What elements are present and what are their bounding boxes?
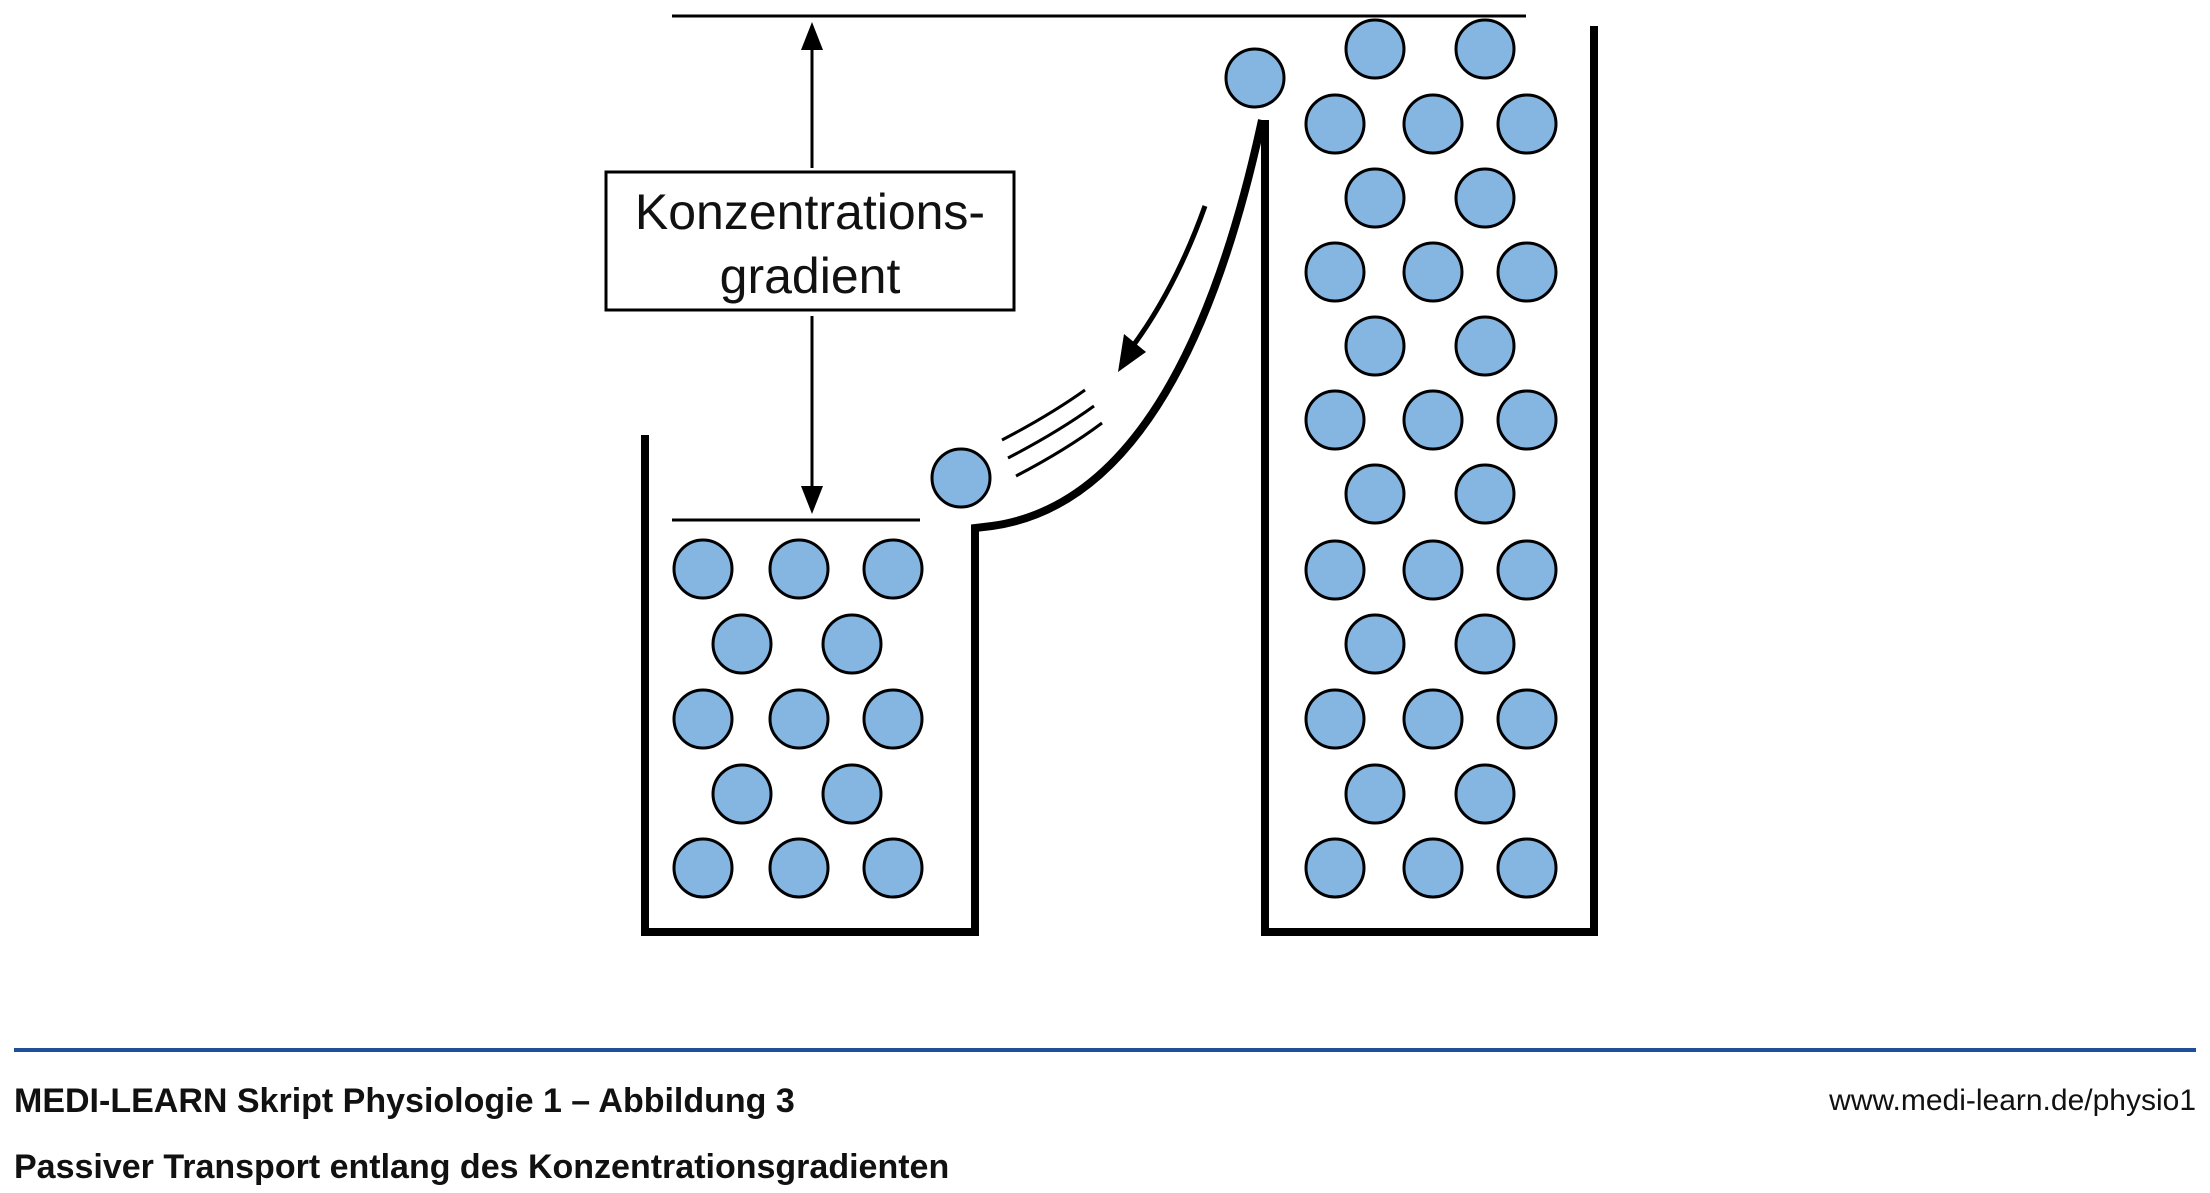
high-concentration-particle: [1344, 763, 1406, 825]
high-concentration-particle: [1304, 389, 1366, 451]
passive-transport-diagram: Konzentrations- gradient: [604, 14, 1598, 936]
high-concentration-particle: [1496, 837, 1558, 899]
moving-particle: [930, 447, 992, 509]
high-concentration-particle: [1344, 613, 1406, 675]
high-concentration-particle: [1304, 93, 1366, 155]
high-concentration-particle: [1344, 463, 1406, 525]
low-concentration-particle: [821, 613, 883, 675]
low-concentration-particle: [672, 837, 734, 899]
source-url: www.medi-learn.de/physio1: [1829, 1084, 2196, 1117]
gradient-label-line2: gradient: [720, 248, 901, 304]
low-concentration-particle: [768, 688, 830, 750]
high-concentration-particle: [1454, 315, 1516, 377]
high-concentration-particle: [1496, 241, 1558, 303]
high-concentration-particle: [1402, 93, 1464, 155]
high-concentration-particle: [1344, 167, 1406, 229]
high-concentration-particle: [1344, 18, 1406, 80]
high-concentration-particle: [1402, 837, 1464, 899]
gradient-label-line1: Konzentrations-: [635, 184, 985, 240]
high-concentration-particle: [1402, 241, 1464, 303]
movement-arrowhead: [1118, 334, 1146, 372]
concentration-gradient-arrow: [801, 22, 823, 514]
high-concentration-particle: [1454, 463, 1516, 525]
high-concentration-particle: [1304, 241, 1366, 303]
escaping-particle: [1224, 47, 1286, 109]
high-concentration-particle: [1496, 539, 1558, 601]
low-concentration-particle: [862, 837, 924, 899]
low-concentration-particle: [862, 538, 924, 600]
figure-caption: Passiver Transport entlang des Konzentra…: [14, 1148, 950, 1186]
high-concentration-particle: [1454, 613, 1516, 675]
low-concentration-container: [641, 119, 1266, 936]
high-concentration-particle: [1496, 389, 1558, 451]
low-concentration-particle: [711, 613, 773, 675]
low-concentration-particle: [768, 837, 830, 899]
arrow-up-head: [801, 22, 823, 50]
high-concentration-particle: [1496, 93, 1558, 155]
arrow-down-head: [801, 486, 823, 514]
gradient-label-box: Konzentrations- gradient: [604, 170, 1016, 312]
particles-layer: [672, 18, 1558, 899]
high-concentration-particle: [1454, 167, 1516, 229]
high-concentration-particle: [1304, 539, 1366, 601]
low-concentration-particle: [821, 763, 883, 825]
movement-arrow: [1118, 205, 1208, 372]
low-concentration-particle: [862, 688, 924, 750]
footer-rule: [14, 1048, 2196, 1052]
figure-title: MEDI-LEARN Skript Physiologie 1 – Abbild…: [14, 1082, 795, 1120]
high-concentration-particle: [1454, 18, 1516, 80]
high-concentration-particle: [1304, 688, 1366, 750]
high-concentration-particle: [1496, 688, 1558, 750]
high-concentration-particle: [1454, 763, 1516, 825]
low-concentration-particle: [672, 688, 734, 750]
high-concentration-particle: [1304, 837, 1366, 899]
low-concentration-particle: [711, 763, 773, 825]
high-concentration-container: [1261, 26, 1598, 936]
low-concentration-particle: [768, 538, 830, 600]
high-concentration-particle: [1344, 315, 1406, 377]
low-concentration-particle: [672, 538, 734, 600]
high-concentration-particle: [1402, 688, 1464, 750]
high-concentration-particle: [1402, 539, 1464, 601]
motion-lines: [1001, 388, 1103, 478]
high-concentration-particle: [1402, 389, 1464, 451]
